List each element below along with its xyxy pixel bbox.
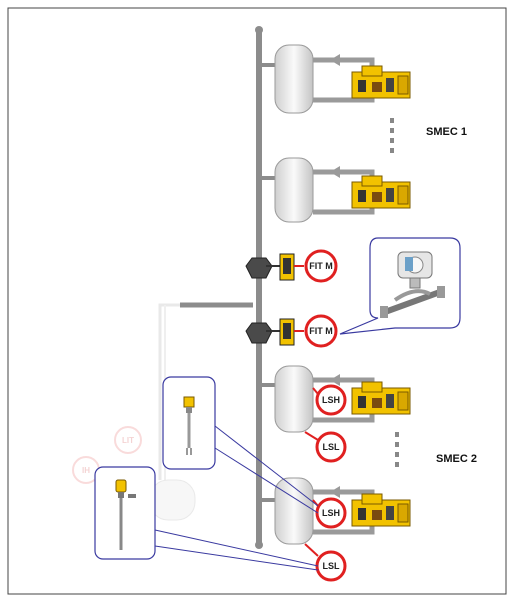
fit-m-upper-tag: FIT M [294, 249, 338, 283]
day-tank-1 [259, 44, 314, 114]
lsh-upper-label: LSH [322, 395, 340, 405]
fit-m-upper-label: FIT M [309, 261, 333, 271]
genset-2 [351, 175, 411, 209]
fit-m-lower-label: FIT M [309, 326, 333, 336]
lsh-lower-label: LSH [322, 508, 340, 518]
lsh-upper-tag: LSH [312, 384, 347, 416]
lsl-lower-label: LSL [323, 561, 341, 571]
vibrating-fork-switch-image [183, 396, 195, 455]
day-tank-3 [259, 365, 314, 433]
fit-m-lower-tag: FIT M [294, 314, 338, 348]
flow-meter-upper [245, 253, 295, 281]
lit-faded-label: LIT [122, 436, 134, 445]
header-cap-top [255, 26, 263, 34]
genset-4 [351, 493, 411, 527]
day-tank-2 [259, 157, 314, 223]
guided-wave-radar-image [115, 479, 136, 550]
header-cap-bottom [255, 541, 263, 549]
lsl-upper-tag: LSL [304, 431, 347, 463]
ih-faded-label: IH [82, 466, 90, 475]
lsl-lower-tag: LSL [304, 543, 347, 582]
lsh-lower-tag: LSH [312, 497, 347, 529]
genset-3 [351, 381, 411, 415]
coriolis-meter-image [380, 251, 445, 318]
lsl-upper-label: LSL [323, 442, 341, 452]
flow-meter-lower [245, 318, 295, 346]
level-switch-callout [162, 376, 319, 514]
day-tank-4 [259, 477, 314, 545]
flowmeter-callout [339, 237, 461, 335]
genset-1 [351, 65, 411, 99]
lit-faded-tag [114, 426, 142, 454]
level-transmitter-callout [94, 466, 319, 571]
smec2-label: SMEC 2 [436, 453, 477, 465]
smec1-label: SMEC 1 [426, 126, 467, 138]
diagram-frame [7, 7, 507, 595]
